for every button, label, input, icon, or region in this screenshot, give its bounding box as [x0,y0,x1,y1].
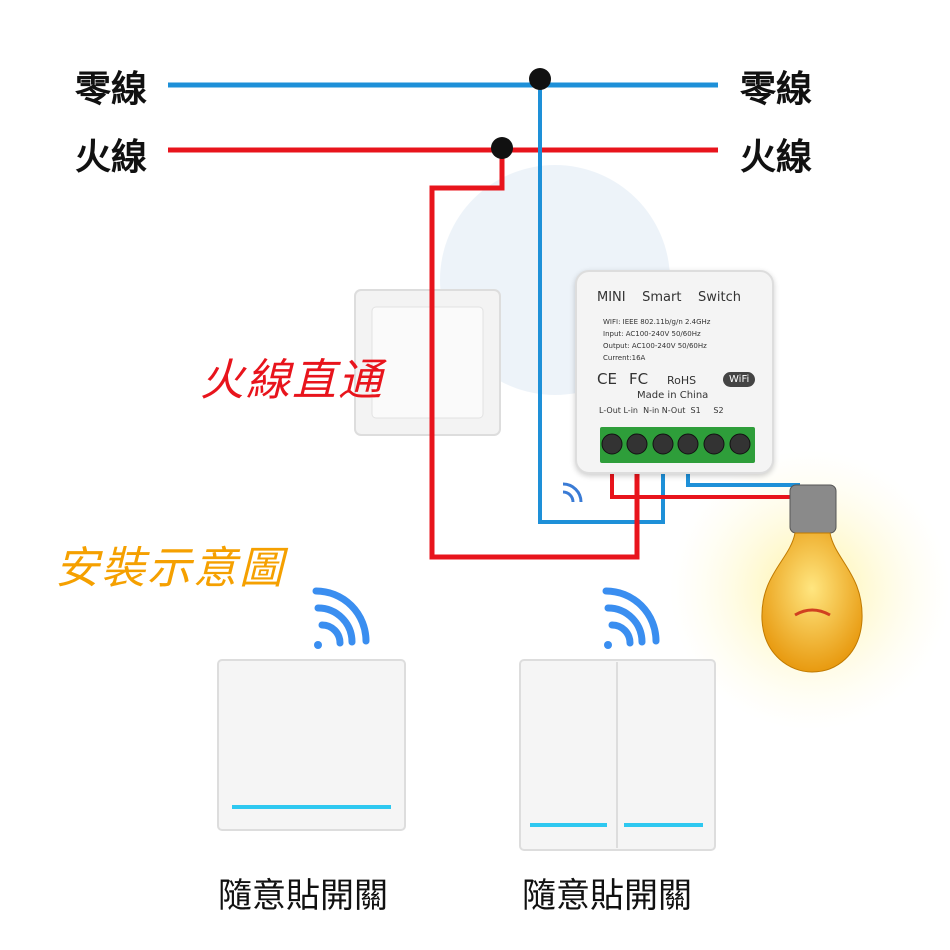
wall-switch-rocker [371,306,484,419]
mini-smart-switch-module: MINI Smart Switch WIFI: IEEE 802.11b/g/n… [575,270,774,474]
neutral-label-right: 零線 [740,69,813,110]
neutral-label-left: 零線 [75,69,148,110]
rohs-mark: RoHS [667,374,697,387]
junction-neutral [529,68,551,90]
wifi-icon [602,587,660,647]
spec-input: Input: AC100-240V 50/60Hz [603,330,701,338]
live-label-right: 火線 [740,137,813,178]
terminal-labels: L-Out L-in N-in N-Out S1 S2 [599,406,724,415]
terminal-block [600,427,755,463]
spec-output: Output: AC100-240V 50/60Hz [603,342,707,350]
wireless-switch-single [217,659,406,831]
module-title: MINI Smart Switch [597,290,741,305]
live-label-left: 火線 [75,137,148,178]
live-direct-annotation: 火線直通 [200,355,384,406]
wifi-signal-icon [562,482,583,503]
ce-mark: CE [597,370,617,388]
lightbulb-icon [761,532,863,673]
neutral-wire [538,80,665,524]
bulb-base [789,484,837,534]
junction-live [491,137,513,159]
switch-label-double: 隨意貼開關 [522,876,692,916]
wifi-icon [312,587,370,647]
made-in: Made in China [637,390,709,401]
fc-mark: FC [629,370,649,388]
spec-wifi: WIFI: IEEE 802.11b/g/n 2.4GHz [603,318,711,326]
switch-label-single: 隨意貼開關 [218,876,388,916]
spec-current: Current:16A [603,354,646,362]
diagram-title: 安裝示意圖 [55,543,285,594]
live-wire [429,148,640,560]
wifi-badge: WiFi [723,372,756,387]
